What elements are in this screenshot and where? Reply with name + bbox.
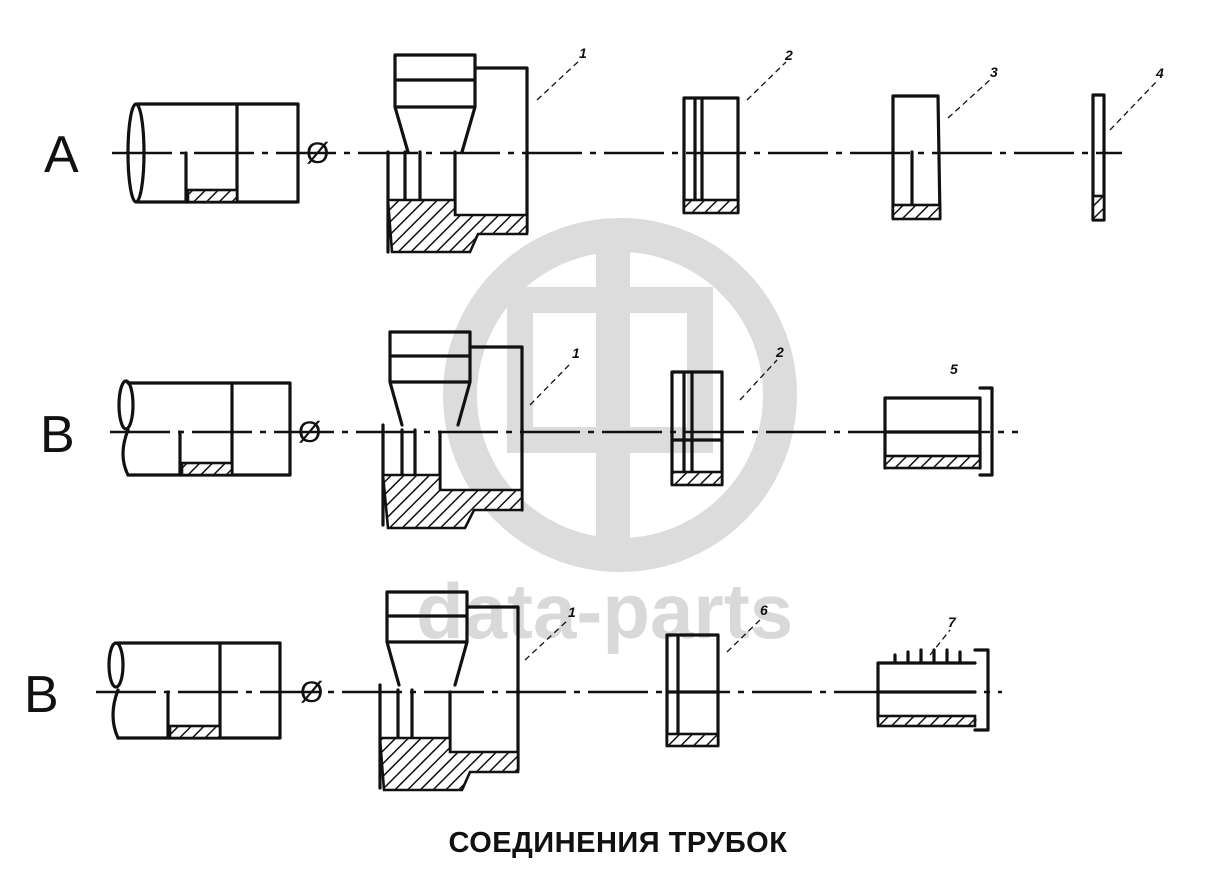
row-label: A <box>44 126 79 184</box>
callout-6: 6 <box>760 602 768 618</box>
row-a: A Ø 1 <box>44 45 1164 254</box>
ring-3 <box>891 94 942 221</box>
row-label: B <box>40 406 75 464</box>
union-nut <box>378 590 520 792</box>
diameter-symbol: Ø <box>298 416 321 449</box>
insert-5 <box>883 386 994 477</box>
callout-1: 1 <box>579 45 587 61</box>
callout-3: 3 <box>990 64 998 80</box>
callout-1: 1 <box>568 604 576 620</box>
callout-1: 1 <box>572 345 580 361</box>
union-nut <box>386 53 529 254</box>
row-b: B Ø 1 2 5 <box>40 330 1018 530</box>
watermark: data-parts <box>416 218 797 655</box>
watermark-logo-bar <box>596 222 630 562</box>
callout-5: 5 <box>950 361 958 377</box>
pipe-end <box>107 641 282 740</box>
watermark-logo-left <box>507 287 596 453</box>
threaded-fitting-7 <box>876 648 990 732</box>
pipe-end <box>117 379 292 477</box>
callout-7: 7 <box>948 614 957 630</box>
callout-2: 2 <box>784 47 793 63</box>
sleeve-2 <box>670 370 724 487</box>
diameter-symbol: Ø <box>306 137 329 170</box>
sleeve-2 <box>682 96 740 215</box>
union-nut <box>381 330 524 530</box>
washer-4 <box>1091 93 1106 222</box>
row-label: B <box>24 666 59 724</box>
callout-4: 4 <box>1155 65 1164 81</box>
watermark-logo-right <box>630 287 713 453</box>
row-b-second: B Ø 1 6 7 <box>24 590 1002 792</box>
figure-caption: СОЕДИНЕНИЯ ТРУБОК <box>449 827 788 859</box>
pipe-end <box>126 102 300 204</box>
diameter-symbol: Ø <box>300 676 323 709</box>
watermark-text: data-parts <box>416 567 793 655</box>
callout-2: 2 <box>775 344 784 360</box>
sleeve-6 <box>665 633 720 748</box>
